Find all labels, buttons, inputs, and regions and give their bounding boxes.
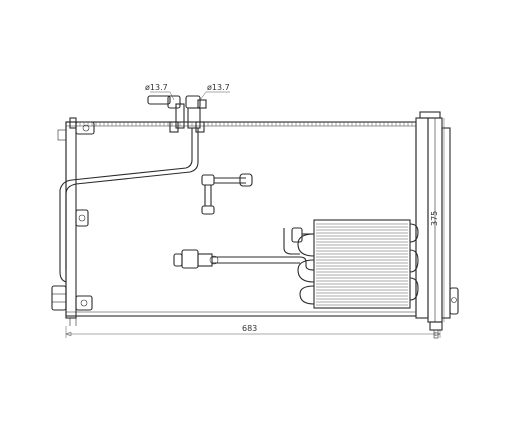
left-header-tank [51, 117, 95, 326]
height-dimension-label: 375 [430, 211, 439, 226]
coil-unit [283, 219, 419, 309]
pipe-diameter-left-label: ø13.7 [145, 83, 168, 92]
refrigerant-pipe [59, 95, 207, 283]
dimension-lines [65, 91, 445, 338]
coil-feed-pipe [173, 249, 315, 271]
receiver-dryer [415, 111, 459, 339]
loose-pipe-fitting [201, 173, 253, 215]
width-dimension-label: 683 [242, 324, 257, 333]
pipe-diameter-right-label: ø13.7 [207, 83, 230, 92]
